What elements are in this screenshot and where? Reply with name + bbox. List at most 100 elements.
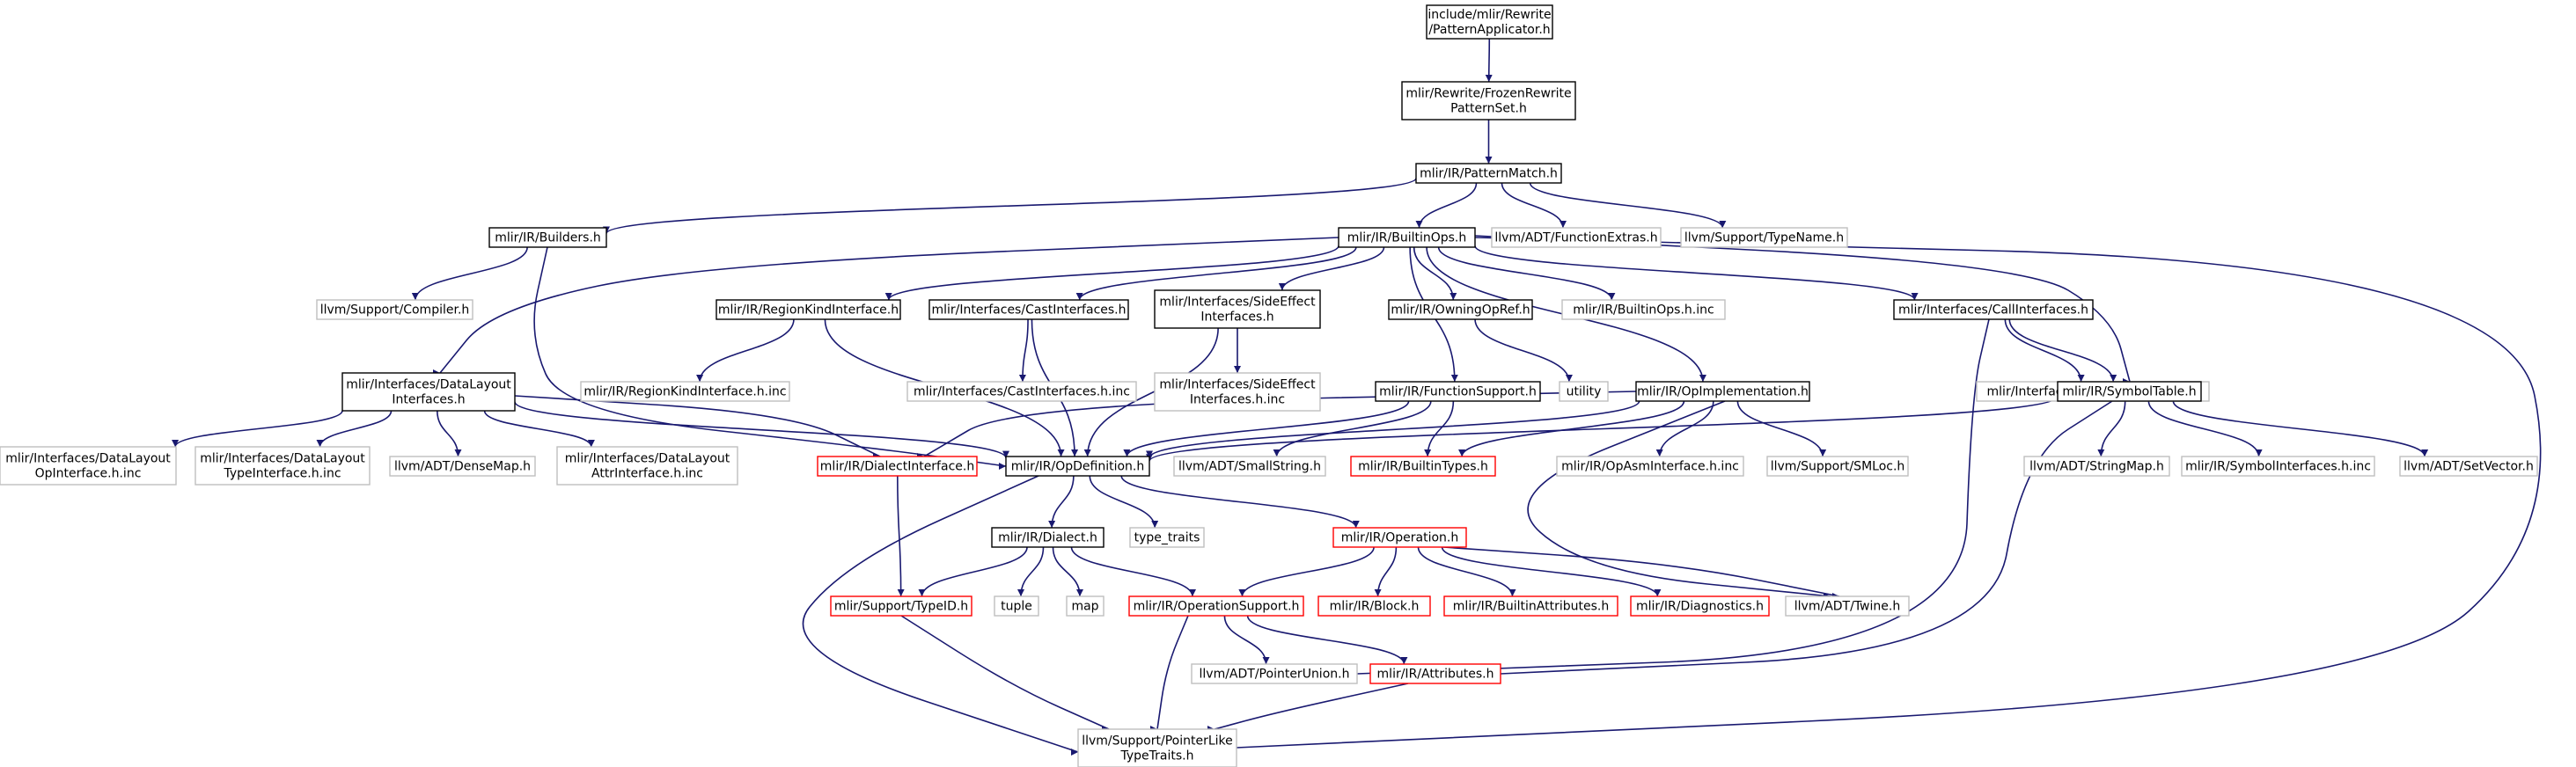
node-box bbox=[2023, 456, 2170, 477]
node-dlattrif[interactable]: mlir/Interfaces/DataLayoutAttrInterface.… bbox=[556, 446, 738, 486]
node-opasmif[interactable]: mlir/IR/OpAsmInterface.h.inc bbox=[1556, 456, 1744, 477]
node-root[interactable]: include/mlir/Rewrite/PatternApplicator.h bbox=[1426, 4, 1553, 40]
edge-opimpl-to-builtintypes bbox=[1458, 400, 1685, 457]
node-diagnostics[interactable]: mlir/IR/Diagnostics.h bbox=[1630, 595, 1770, 617]
node-opimpl[interactable]: mlir/IR/OpImplementation.h bbox=[1635, 381, 1810, 402]
node-label: mlir/IR/Builders.h bbox=[495, 231, 601, 245]
edge-builtinops-to-regionkind bbox=[884, 245, 1339, 301]
node-box bbox=[1375, 381, 1541, 402]
node-box bbox=[991, 527, 1105, 548]
node-typename[interactable]: llvm/Support/TypeName.h bbox=[1680, 227, 1848, 248]
node-box bbox=[1401, 81, 1576, 121]
node-densemap[interactable]: llvm/ADT/DenseMap.h bbox=[389, 456, 536, 477]
edge-dialect-to-typeid bbox=[918, 546, 1028, 597]
node-castifinc[interactable]: mlir/Interfaces/CastInterfaces.h.inc bbox=[906, 381, 1137, 402]
node-box bbox=[1635, 381, 1810, 402]
node-label: mlir/Interfaces/CastInterfaces.h.inc bbox=[914, 385, 1130, 399]
node-box bbox=[1630, 595, 1770, 617]
edge-patternmatch-to-funcextras bbox=[1501, 182, 1567, 229]
node-label: mlir/IR/SymbolTable.h bbox=[2062, 385, 2196, 399]
node-label: mlir/IR/FunctionSupport.h bbox=[1379, 385, 1537, 399]
node-funcextras[interactable]: llvm/ADT/FunctionExtras.h bbox=[1491, 227, 1662, 248]
node-stringmap[interactable]: llvm/ADT/StringMap.h bbox=[2023, 456, 2170, 477]
node-box bbox=[2399, 456, 2538, 477]
node-dialect[interactable]: mlir/IR/Dialect.h bbox=[991, 527, 1105, 548]
edge-dialectif-to-typeid bbox=[897, 475, 905, 597]
node-label: mlir/IR/OpImplementation.h bbox=[1637, 385, 1809, 399]
node-label: llvm/Support/PointerLike bbox=[1082, 734, 1233, 749]
node-symboltable[interactable]: mlir/IR/SymbolTable.h bbox=[2057, 381, 2202, 402]
node-callif[interactable]: mlir/Interfaces/CallInterfaces.h bbox=[1893, 299, 2094, 320]
node-symbolif[interactable]: mlir/IR/SymbolInterfaces.h.inc bbox=[2181, 456, 2375, 477]
node-pointerunion[interactable]: llvm/ADT/PointerUnion.h bbox=[1191, 663, 1358, 684]
node-dltypeif[interactable]: mlir/Interfaces/DataLayoutTypeInterface.… bbox=[194, 446, 371, 486]
node-dialectif[interactable]: mlir/IR/DialectInterface.h bbox=[817, 456, 978, 477]
node-typetraits[interactable]: type_traits bbox=[1129, 527, 1205, 548]
node-label: mlir/Interfaces/DataLayout bbox=[5, 452, 171, 466]
edge-dialect-to-opsupport bbox=[1070, 546, 1196, 597]
node-label: llvm/ADT/Twine.h bbox=[1794, 600, 1900, 614]
edge-callif-to-symboltable bbox=[2008, 318, 2117, 383]
node-builders[interactable]: mlir/IR/Builders.h bbox=[488, 227, 607, 248]
node-label: mlir/Interfaces/DataLayout bbox=[200, 452, 365, 466]
edge-datalayout-to-opdef bbox=[514, 401, 1009, 459]
node-box bbox=[928, 299, 1129, 320]
node-opdef[interactable]: mlir/IR/OpDefinition.h bbox=[1005, 456, 1150, 477]
nodes-layer: include/mlir/Rewrite/PatternApplicator.h… bbox=[0, 4, 2538, 767]
edge-builtinops-to-builtinopsinc bbox=[1437, 246, 1616, 301]
node-label: llvm/Support/Compiler.h bbox=[320, 303, 470, 318]
node-label: mlir/IR/BuiltinOps.h.inc bbox=[1573, 303, 1714, 318]
node-label: mlir/IR/Block.h bbox=[1330, 600, 1420, 614]
edge-builtinops-to-owningopref bbox=[1413, 246, 1457, 301]
edge-opimpl-to-opasmif bbox=[1655, 400, 1714, 457]
edge-root-to-frozen bbox=[1485, 38, 1493, 83]
node-block[interactable]: mlir/IR/Block.h bbox=[1317, 595, 1431, 617]
node-smloc[interactable]: llvm/Support/SMLoc.h bbox=[1766, 456, 1909, 477]
node-twine[interactable]: llvm/ADT/Twine.h bbox=[1785, 595, 1910, 617]
node-operation[interactable]: mlir/IR/Operation.h bbox=[1332, 527, 1467, 548]
node-builtinopsinc[interactable]: mlir/IR/BuiltinOps.h.inc bbox=[1561, 299, 1726, 320]
edge-opimpl-to-smloc bbox=[1736, 400, 1827, 457]
node-setvector[interactable]: llvm/ADT/SetVector.h bbox=[2399, 456, 2538, 477]
node-label: mlir/Interfaces/SideEffect bbox=[1159, 296, 1316, 310]
edge-builtinops-to-callif bbox=[1474, 245, 1919, 301]
node-patternmatch[interactable]: mlir/IR/PatternMatch.h bbox=[1415, 163, 1562, 184]
node-opsupport[interactable]: mlir/IR/OperationSupport.h bbox=[1128, 595, 1304, 617]
node-label: mlir/IR/Diagnostics.h bbox=[1636, 600, 1764, 614]
node-builtintypes[interactable]: mlir/IR/BuiltinTypes.h bbox=[1350, 456, 1496, 477]
edge-builders-to-compiler bbox=[411, 246, 528, 301]
edge-opsupport-to-pointerlike bbox=[1155, 615, 1189, 730]
node-builtinops[interactable]: mlir/IR/BuiltinOps.h bbox=[1338, 227, 1476, 248]
node-box bbox=[1491, 227, 1662, 248]
node-box bbox=[1369, 663, 1501, 684]
node-attributes[interactable]: mlir/IR/Attributes.h bbox=[1369, 663, 1501, 684]
node-regionkind[interactable]: mlir/IR/RegionKindInterface.h bbox=[716, 299, 901, 320]
node-tuple[interactable]: tuple bbox=[994, 595, 1039, 617]
node-typeid[interactable]: mlir/Support/TypeID.h bbox=[830, 595, 972, 617]
node-smallstring[interactable]: llvm/ADT/SmallString.h bbox=[1173, 456, 1326, 477]
node-map[interactable]: map bbox=[1066, 595, 1105, 617]
node-box bbox=[1388, 299, 1533, 320]
node-label: include/mlir/Rewrite bbox=[1427, 8, 1551, 22]
node-box bbox=[830, 595, 972, 617]
node-funcsupport[interactable]: mlir/IR/FunctionSupport.h bbox=[1375, 381, 1541, 402]
node-regionkindinc[interactable]: mlir/IR/RegionKindInterface.h.inc bbox=[580, 381, 790, 402]
node-box bbox=[316, 299, 473, 320]
node-sideeffectinc[interactable]: mlir/Interfaces/SideEffectInterfaces.h.i… bbox=[1154, 372, 1321, 412]
node-label: llvm/ADT/SetVector.h bbox=[2404, 460, 2534, 474]
node-utility[interactable]: utility bbox=[1559, 381, 1609, 402]
node-castif[interactable]: mlir/Interfaces/CastInterfaces.h bbox=[928, 299, 1129, 320]
node-label: mlir/IR/Operation.h bbox=[1341, 531, 1458, 545]
node-compiler[interactable]: llvm/Support/Compiler.h bbox=[316, 299, 473, 320]
node-box bbox=[716, 299, 901, 320]
edge-dialect-to-map bbox=[1052, 546, 1084, 597]
edge-opsupport-to-pointerunion bbox=[1223, 615, 1270, 665]
node-label: llvm/ADT/PointerUnion.h bbox=[1200, 668, 1350, 682]
node-owningopref[interactable]: mlir/IR/OwningOpRef.h bbox=[1388, 299, 1533, 320]
node-builtinattrs[interactable]: mlir/IR/BuiltinAttributes.h bbox=[1443, 595, 1618, 617]
node-dlopif[interactable]: mlir/Interfaces/DataLayoutOpInterface.h.… bbox=[0, 446, 177, 486]
